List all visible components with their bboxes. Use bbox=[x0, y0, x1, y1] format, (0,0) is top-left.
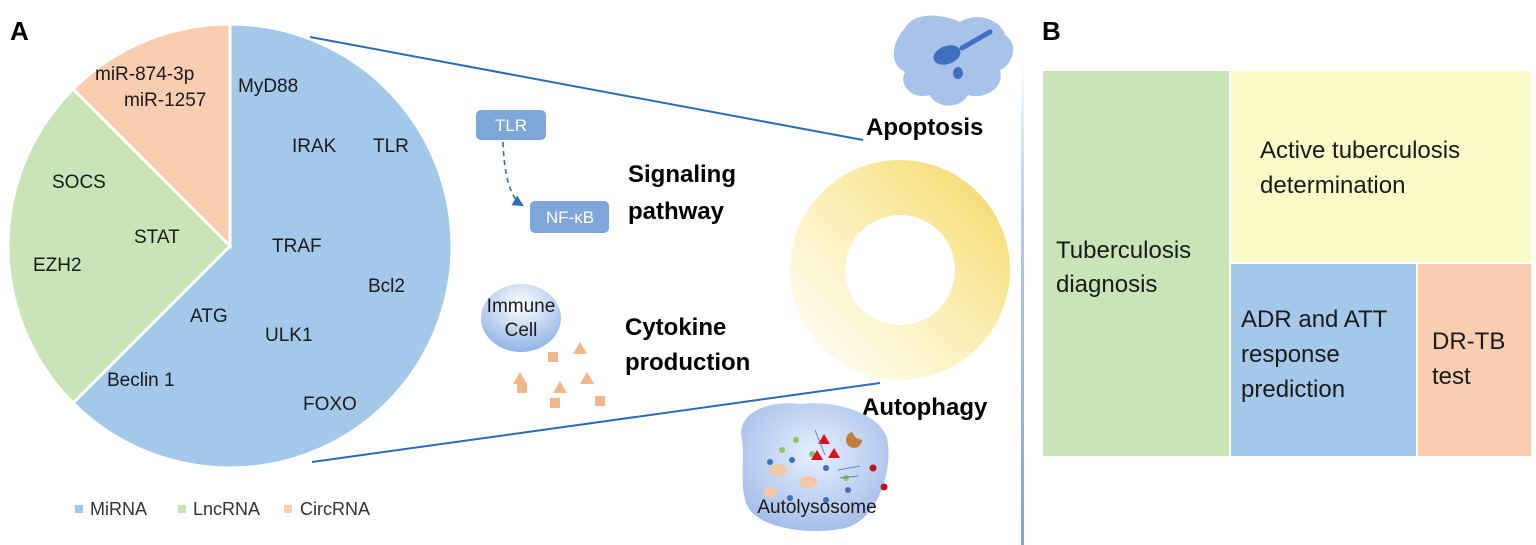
legend-swatch-mirna bbox=[75, 505, 83, 513]
pie-slice-circrna bbox=[70, 22, 232, 250]
treemap-tile-adr-att bbox=[1231, 264, 1416, 456]
treemap: Tuberculosis diagnosis Active tuberculos… bbox=[1043, 71, 1531, 456]
panel-a-letter: A bbox=[10, 16, 29, 46]
pie-chart bbox=[6, 22, 454, 470]
treemap-label-adr-att-line1: ADR and ATT bbox=[1241, 306, 1388, 333]
treemap-tile-tb-diagnosis bbox=[1043, 71, 1229, 456]
cytokine-square-1 bbox=[548, 352, 558, 362]
immune-cell-line1: Immune bbox=[487, 296, 556, 317]
treemap-label-tb-diagnosis-line1: Tuberculosis bbox=[1056, 237, 1191, 264]
pie-target-myd88: MyD88 bbox=[238, 76, 298, 97]
treemap-tile-active-tb bbox=[1231, 71, 1531, 262]
signaling-title-line2: pathway bbox=[628, 198, 725, 225]
treemap-label-adr-att-line3: prediction bbox=[1241, 376, 1345, 403]
autolysosome-icon bbox=[741, 403, 889, 531]
signaling-title-line1: Signaling bbox=[628, 161, 736, 188]
pie-target-ezh2: EZH2 bbox=[33, 255, 82, 276]
zoom-line-bottom bbox=[311, 382, 881, 463]
nfkb-chip-label: NF-κB bbox=[546, 208, 594, 227]
pie-target-bcl2: Bcl2 bbox=[368, 276, 405, 297]
pie-target-mir-1257: miR-1257 bbox=[124, 90, 206, 111]
treemap-label-dr-tb-line2: test bbox=[1432, 363, 1471, 390]
zoom-line-top bbox=[309, 36, 864, 141]
cytokine-triangle-2 bbox=[573, 342, 587, 354]
pie-target-tlr: TLR bbox=[373, 136, 409, 157]
pie-target-labels: MyD88 IRAK TLR TRAF Bcl2 ATG ULK1 Beclin… bbox=[33, 64, 409, 415]
pie-target-foxo: FOXO bbox=[303, 394, 357, 415]
pie-legend: MiRNA LncRNA CircRNA bbox=[75, 499, 370, 519]
apoptotic-cell-icon bbox=[893, 15, 1014, 106]
legend-swatch-lncrna bbox=[178, 505, 186, 513]
pie-target-stat: STAT bbox=[134, 227, 180, 248]
cytokine-square-4 bbox=[595, 396, 605, 406]
immune-cell-line2: Cell bbox=[505, 320, 538, 341]
mechanism-ring bbox=[789, 160, 1010, 381]
treemap-label-adr-att-line2: response bbox=[1241, 341, 1340, 368]
signaling-pathway-group: TLR NF-κB Signaling pathway bbox=[476, 110, 736, 233]
treemap-label-tb-diagnosis-line2: diagnosis bbox=[1056, 271, 1157, 298]
cytokine-title-line2: production bbox=[625, 349, 750, 376]
pie-target-traf: TRAF bbox=[272, 236, 322, 257]
pie-target-beclin1: Beclin 1 bbox=[107, 370, 175, 391]
pathway-arrow bbox=[502, 141, 524, 207]
autophagy-label: Autophagy bbox=[862, 394, 988, 421]
legend-label-lncrna: LncRNA bbox=[193, 499, 260, 519]
treemap-label-active-tb-line1: Active tuberculosis bbox=[1260, 137, 1460, 164]
tlr-chip bbox=[476, 110, 546, 140]
nfkb-chip bbox=[530, 201, 609, 233]
pie-target-mir-874-3p: miR-874-3p bbox=[95, 64, 194, 85]
pie-target-ulk1: ULK1 bbox=[265, 325, 313, 346]
cytokine-square-2 bbox=[517, 383, 527, 393]
pie-target-irak: IRAK bbox=[292, 136, 337, 157]
cytokine-triangle-4 bbox=[553, 381, 567, 393]
cytokine-triangle-1 bbox=[513, 372, 527, 384]
panel-divider bbox=[1021, 60, 1024, 545]
legend-label-circrna: CircRNA bbox=[300, 499, 370, 519]
cytokine-title-line1: Cytokine bbox=[625, 314, 726, 341]
apoptosis-label: Apoptosis bbox=[866, 114, 983, 141]
treemap-label-dr-tb-line1: DR-TB bbox=[1432, 328, 1505, 355]
legend-label-mirna: MiRNA bbox=[90, 499, 147, 519]
autolysosome-label: Autolysosome bbox=[757, 497, 876, 518]
immune-cell-icon bbox=[481, 284, 561, 352]
panel-b-letter: B bbox=[1042, 16, 1061, 46]
tlr-chip-label: TLR bbox=[495, 116, 527, 135]
pie-slice-mirna bbox=[70, 22, 454, 470]
legend-swatch-circrna bbox=[284, 505, 292, 513]
treemap-tile-dr-tb bbox=[1418, 264, 1531, 456]
pie-target-atg: ATG bbox=[190, 306, 228, 327]
pie-slice-lncrna bbox=[6, 86, 233, 406]
cytokine-group: Immune Cell Cytokine production bbox=[481, 284, 750, 408]
cytokine-square-3 bbox=[550, 398, 560, 408]
treemap-label-active-tb-line2: determination bbox=[1260, 172, 1405, 199]
cytokine-triangle-3 bbox=[580, 372, 594, 384]
pie-target-socs: SOCS bbox=[52, 172, 106, 193]
